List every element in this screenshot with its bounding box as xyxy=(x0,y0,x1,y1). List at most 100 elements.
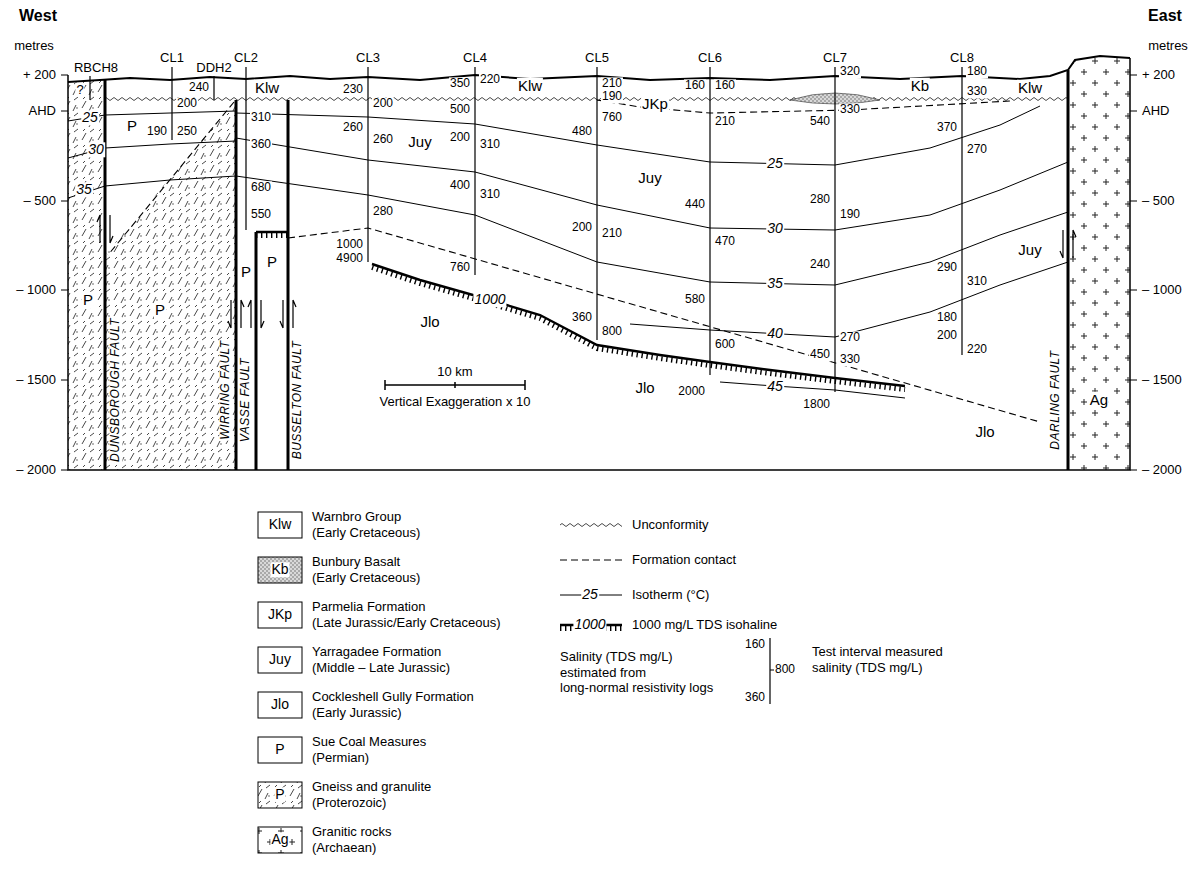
legend-box xyxy=(258,782,302,808)
salinity-value: 550 xyxy=(250,208,272,221)
axis-label: + 200 xyxy=(1141,68,1176,82)
salinity-value: 200 xyxy=(372,97,394,110)
unit-code: P xyxy=(82,292,94,309)
isohaline-line xyxy=(256,232,905,386)
salinity-value: 1000 xyxy=(335,238,364,251)
salinity-value: 200 xyxy=(571,221,593,234)
salinity-value: 310 xyxy=(250,111,272,124)
salinity-value: 160 xyxy=(684,79,706,92)
well-name: CL4 xyxy=(462,51,488,65)
legend-code: P xyxy=(274,742,285,757)
legend-text: Isotherm (°C) xyxy=(632,587,709,603)
axis-label: – 1500 xyxy=(1141,373,1183,387)
isotherm-value: 1000 xyxy=(573,617,606,632)
scale-bar xyxy=(385,380,525,390)
axis-label: + 200 xyxy=(22,68,57,82)
legend-code: Juy xyxy=(268,652,292,667)
legend-text: Unconformity xyxy=(632,517,709,533)
scale-text: Vertical Exaggeration x 10 xyxy=(378,395,531,409)
salinity-value: 680 xyxy=(250,181,272,194)
salinity-value: 320 xyxy=(839,65,861,78)
legend-text: Parmelia Formation (Late Jurassic/Early … xyxy=(312,599,501,630)
isotherm-value: 25 xyxy=(81,110,99,125)
granite-block xyxy=(1068,56,1130,470)
unit-code: Juy xyxy=(407,134,432,151)
salinity-value: 310 xyxy=(479,138,501,151)
legend-box xyxy=(258,647,302,673)
unit-code: JKp xyxy=(641,96,669,113)
legend-text: Bunbury Basalt (Early Cretaceous) xyxy=(312,554,420,585)
salinity-value: 190 xyxy=(839,208,861,221)
legend-contact-sample xyxy=(560,559,622,560)
isotherm-value: 1000 xyxy=(473,292,506,307)
salinity-value: 260 xyxy=(342,121,364,134)
salinity-value: 190 xyxy=(601,90,623,103)
legend-box xyxy=(258,512,302,538)
salinity-value: 200 xyxy=(449,131,471,144)
isotherm-line xyxy=(236,106,1068,398)
salinity-value: 310 xyxy=(966,275,988,288)
salinity-value: 330 xyxy=(966,85,988,98)
legend-text: Cockleshell Gully Formation (Early Juras… xyxy=(312,689,474,720)
salinity-value: 500 xyxy=(449,103,471,116)
salinity-value: 280 xyxy=(372,205,394,218)
legend-text: Gneiss and granulite (Proterozoic) xyxy=(312,779,431,810)
salinity-value: 240 xyxy=(809,258,831,271)
salinity-value: 210 xyxy=(601,77,623,90)
unit-code: Klw xyxy=(1017,80,1043,97)
legend-code: JKp xyxy=(267,607,293,622)
isotherm-value: 40 xyxy=(766,326,784,341)
well-name: RBCH8 xyxy=(73,61,119,75)
salinity-value: 400 xyxy=(449,179,471,192)
legend-code: Ag xyxy=(270,832,289,847)
axis-label: metres xyxy=(13,39,55,53)
legend-text: Warnbro Group (Early Cretaceous) xyxy=(312,509,420,540)
axis-label: – 500 xyxy=(1141,194,1176,208)
compass-label: East xyxy=(1147,7,1183,25)
salinity-value: 220 xyxy=(479,73,501,86)
salinity-value: 250 xyxy=(176,125,198,138)
salinity-value: 330 xyxy=(839,103,861,116)
isotherm-value: 30 xyxy=(766,221,784,236)
isotherm-value: 25 xyxy=(581,587,599,602)
legend-box xyxy=(258,827,302,853)
axis-label: AHD xyxy=(1141,104,1170,118)
legend-code: P xyxy=(274,787,285,802)
axis-ticks xyxy=(61,75,1137,470)
salinity-value: 370 xyxy=(936,121,958,134)
unit-code: Ag xyxy=(1089,392,1109,409)
fault-name: DUNSBOROUGH FAULT xyxy=(109,317,122,463)
salinity-value: 800 xyxy=(774,663,796,676)
salinity-value: 360 xyxy=(571,311,593,324)
legend-text: Yarragadee Formation (Middle – Late Jura… xyxy=(312,644,450,675)
salinity-value: 210 xyxy=(714,115,736,128)
salinity-value: 480 xyxy=(571,125,593,138)
unit-code: P xyxy=(266,254,278,271)
well-name: CL7 xyxy=(822,51,848,65)
fault-name: DARLING FAULT xyxy=(1049,349,1062,450)
well-name: CL6 xyxy=(697,51,723,65)
isotherm-value: 45 xyxy=(766,379,784,394)
isotherm-value: 35 xyxy=(75,182,93,197)
isohaline-hatch xyxy=(256,236,905,390)
isotherm-line xyxy=(68,111,236,198)
legend-text: Test interval measured salinity (TDS mg/… xyxy=(812,644,943,675)
isotherm-value: 35 xyxy=(766,276,784,291)
salinity-value: 160 xyxy=(744,638,766,651)
unit-code: P xyxy=(126,118,138,135)
legend-box xyxy=(258,557,302,583)
legend-unconformity-sample xyxy=(560,522,622,528)
salinity-value: 440 xyxy=(684,198,706,211)
salinity-value: 330 xyxy=(839,353,861,366)
unconformity xyxy=(105,97,1068,103)
salinity-value: 1800 xyxy=(802,398,831,411)
salinity-value: 310 xyxy=(479,188,501,201)
salinity-value: 470 xyxy=(714,235,736,248)
salinity-value: 360 xyxy=(744,691,766,704)
salinity-value: 800 xyxy=(601,325,623,338)
unit-code: Juy xyxy=(1017,242,1042,259)
salinity-value: 270 xyxy=(966,143,988,156)
salinity-value: 360 xyxy=(250,138,272,151)
salinity-value: 2000 xyxy=(677,385,706,398)
well-name: ? xyxy=(75,83,84,97)
